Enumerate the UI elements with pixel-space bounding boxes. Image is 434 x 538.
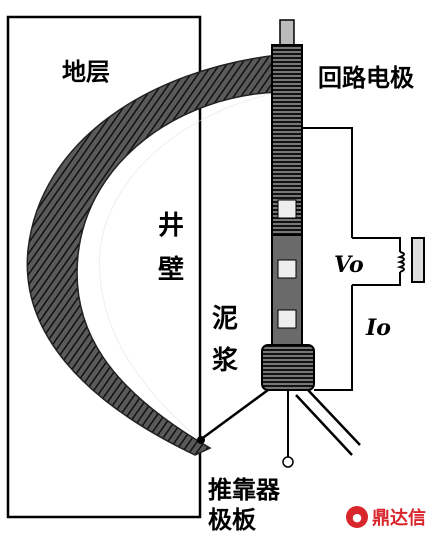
current-flow-band-inner: [99, 91, 281, 441]
current-flow-band: [26, 54, 281, 456]
pad-contact-point: [197, 436, 205, 444]
watermark-logo-icon: ●: [346, 506, 368, 528]
return-electrode-label: 回路电极: [318, 64, 414, 92]
pad-arm-right-2: [295, 394, 353, 456]
tool-window-2: [277, 259, 297, 279]
borehole-wall-char-2: 壁: [158, 254, 185, 285]
tool-bottom-section: [261, 344, 315, 391]
circuit-wire-vo-b: [352, 272, 401, 286]
tool-window-1: [277, 199, 297, 219]
pad-label-line2: 极板: [208, 506, 256, 534]
current-label: Io: [366, 315, 391, 341]
tool-top-cap: [279, 19, 295, 49]
mud-char-2: 浆: [212, 345, 239, 376]
circuit-wire-top: [302, 127, 353, 238]
pad-arm-right: [307, 389, 361, 446]
borehole-wall-char-1: 井: [158, 211, 185, 241]
formation-block: [6, 15, 202, 519]
mud-label: 泥 浆: [212, 304, 242, 377]
formation-label: 地层: [62, 58, 110, 86]
voltage-label: Vo: [334, 252, 364, 278]
coil-icon: [396, 251, 405, 273]
watermark-text: 鼎达信: [372, 508, 426, 529]
tool-tip: [282, 456, 294, 468]
watermark: ● 鼎达信: [346, 504, 426, 530]
pad-label-line1: 推靠器: [208, 476, 280, 504]
pad-arm-left: [199, 388, 269, 442]
circuit-wire-bottom: [314, 285, 353, 391]
tool-window-3: [277, 309, 297, 329]
circuit-wire-vo: [352, 237, 401, 252]
meter-icon: [411, 237, 425, 283]
borehole-wall-label: 井 壁: [158, 211, 188, 286]
mud-char-1: 泥: [212, 304, 239, 334]
